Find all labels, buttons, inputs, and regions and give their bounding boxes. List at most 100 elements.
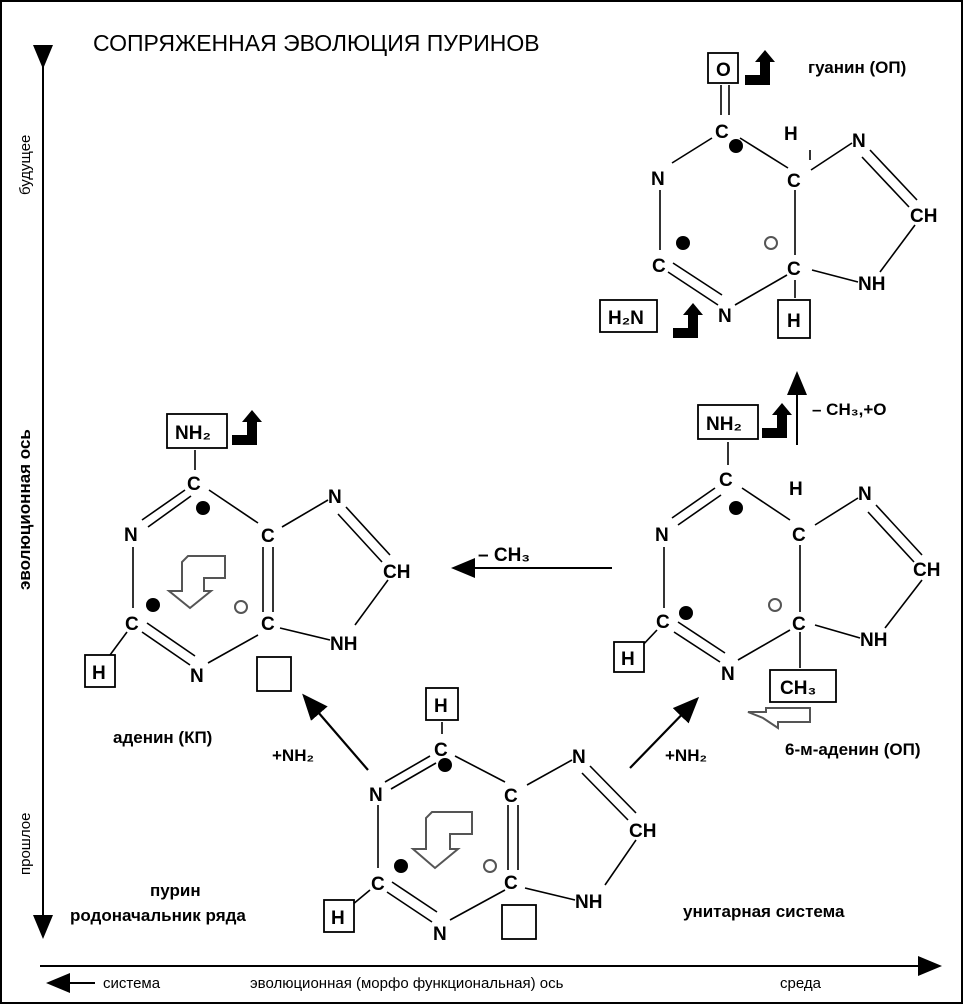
guanine-oxo-label: O (716, 60, 731, 81)
methyladenine-h-box (613, 641, 645, 673)
methyladenine-amino-label: NH₂ (706, 414, 742, 435)
minus-ch3-plus-o-label: – CH₃,+O (812, 400, 886, 419)
purine-empty-box (501, 904, 537, 940)
guanine-white-dot (764, 236, 778, 250)
methyladenine-amino-box (697, 404, 759, 440)
guanine-atom-h5: H (784, 124, 798, 145)
methyladenine-atom-nh9: NH (860, 630, 887, 651)
guanine-atom-n1: N (651, 169, 665, 190)
guanine-atom-c4: C (787, 259, 801, 280)
purine-atom-nh9: NH (575, 892, 602, 913)
methyladenine-atom-n7: N (858, 484, 872, 505)
axis-environment-label: среда (780, 975, 822, 992)
axis-system-label: система (103, 975, 161, 992)
adenine-black-dot (146, 598, 160, 612)
purine-name-line2: родоначальник ряда (70, 906, 246, 925)
purine-atom-c5: C (504, 786, 518, 807)
adenine-black-dot (196, 501, 210, 515)
guanine-atom-n7: N (852, 131, 866, 152)
adenine-name: аденин (КП) (113, 728, 212, 747)
diagram-title: СОПРЯЖЕННАЯ ЭВОЛЮЦИЯ ПУРИНОВ (93, 30, 540, 56)
purine-name-line1: пурин (150, 881, 201, 900)
purine-h-box (323, 899, 355, 933)
purine-atom-n3: N (433, 924, 447, 945)
guanine-amino-box (599, 299, 658, 333)
methyladenine-black-dot (729, 501, 743, 515)
adenine-empty-box (256, 656, 292, 692)
adenine-h-box-label: H (92, 663, 106, 684)
purine-atom-c6: C (434, 740, 448, 761)
methyladenine-h-box-label: H (621, 649, 635, 670)
purine-h-box-label: H (331, 908, 345, 929)
guanine-black-dot (676, 236, 690, 250)
methyladenine-atom-c4: C (792, 614, 806, 635)
purine-h-top-box (425, 687, 459, 721)
methyladenine-molecule: NH₂ C N H C N CH C C NH N H CH₃ 6-м-аден… (613, 403, 940, 759)
guanine-h-box (777, 299, 811, 339)
adenine-atom-c4: C (261, 614, 275, 635)
purine-white-dot (483, 859, 497, 873)
adenine-amino-box (166, 413, 228, 449)
arrow-to-adenine-from-purine (302, 693, 369, 771)
adenine-h-box (84, 654, 116, 688)
guanine-atom-c5: C (787, 171, 801, 192)
guanine-atom-c6: C (715, 122, 729, 143)
hollow-arrow-icon (410, 811, 473, 870)
step-arrow-icon (673, 303, 703, 338)
hollow-arrow-icon (166, 555, 226, 610)
methyladenine-atom-h5: H (789, 479, 803, 500)
adenine-molecule: NH₂ C N C N CH C C NH N H аденин (КП) (84, 410, 410, 747)
axis-morpho-label: эволюционная (морфо функциональная) ось (250, 975, 564, 992)
purine-atom-c4: C (504, 873, 518, 894)
adenine-white-dot (234, 600, 248, 614)
guanine-atom-c2: C (652, 256, 666, 277)
methyladenine-atom-n3: N (721, 664, 735, 685)
adenine-atom-n3: N (190, 666, 204, 687)
step-arrow-icon (232, 410, 262, 445)
guanine-h-box-label: H (787, 311, 801, 332)
adenine-atom-n7: N (328, 487, 342, 508)
guanine-name: гуанин (ОП) (808, 58, 906, 77)
arrow-to-methyladenine-from-purine (629, 696, 700, 769)
vertical-axis: будущее эволюционная ось прошлое (15, 45, 53, 939)
methyladenine-atom-ch8: CH (913, 560, 940, 581)
adenine-atom-ch8: CH (383, 562, 410, 583)
methyladenine-atom-c2: C (656, 612, 670, 633)
horizontal-axis: система эволюционная (морфо функциональн… (40, 956, 942, 993)
purine-black-dot (438, 758, 452, 772)
guanine-black-dot (729, 139, 743, 153)
purine-h-top-label: H (434, 696, 448, 717)
step-arrow-icon (762, 403, 792, 438)
axis-evolution-label: эволюционная ось (15, 429, 34, 590)
methyladenine-ch3-box (769, 669, 837, 703)
adenine-atom-n1: N (124, 525, 138, 546)
adenine-atom-nh9: NH (330, 634, 357, 655)
unitary-system-label: унитарная система (683, 902, 845, 921)
methyladenine-white-dot (768, 598, 782, 612)
adenine-atom-c2: C (125, 614, 139, 635)
purine-black-dot (394, 859, 408, 873)
adenine-amino-label: NH₂ (175, 423, 211, 444)
methyladenine-atom-c5: C (792, 525, 806, 546)
guanine-atom-ch8: CH (910, 206, 937, 227)
step-arrow-icon (745, 50, 775, 85)
purine-molecule: H C N C N CH C C NH N H пурин родоначаль… (70, 687, 845, 945)
plus-nh2-left: +NH₂ (272, 746, 314, 765)
purine-atom-n1: N (369, 785, 383, 806)
purine-atom-c2: C (371, 874, 385, 895)
adenine-atom-c6: C (187, 474, 201, 495)
guanine-oxo-box (707, 52, 739, 84)
purine-atom-n7: N (572, 747, 586, 768)
methyladenine-atom-c6: C (719, 470, 733, 491)
guanine-molecule: O C N H C N CH C C NH N H₂N H гуанин (ОП… (599, 50, 937, 339)
axis-future-label: будущее (17, 135, 34, 195)
purine-atom-ch8: CH (629, 821, 656, 842)
guanine-amino-label: H₂N (608, 308, 644, 329)
plus-nh2-right: +NH₂ (665, 746, 707, 765)
guanine-atom-nh9: NH (858, 274, 885, 295)
methyladenine-name: 6-м-аденин (ОП) (785, 740, 921, 759)
methyladenine-ch3-label: CH₃ (780, 678, 816, 699)
guanine-atom-n3: N (718, 306, 732, 327)
